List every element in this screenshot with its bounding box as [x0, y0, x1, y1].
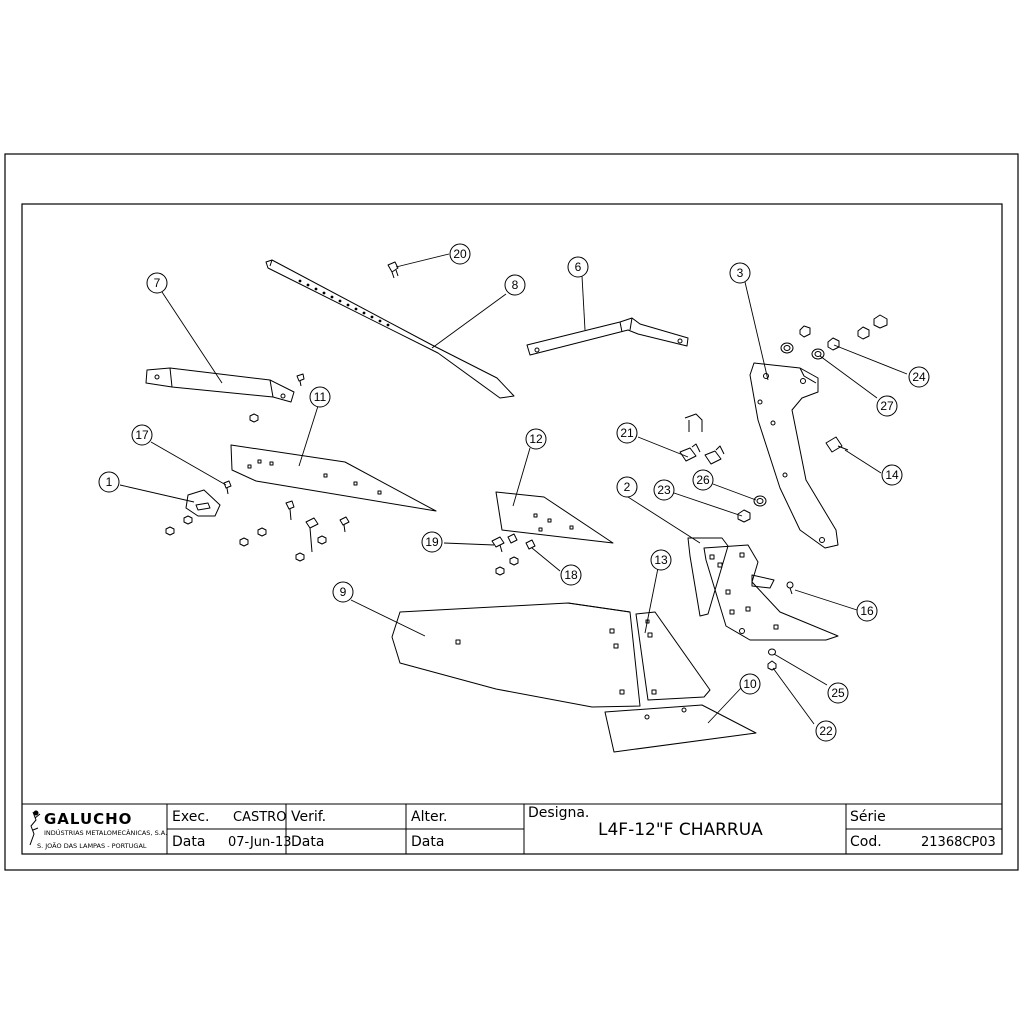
part-heel-1 [185, 489, 221, 517]
part-bolt-17 [223, 480, 232, 495]
part-washer-25 [768, 648, 776, 656]
part-fasteners-24-27 [780, 314, 888, 360]
balloon-8: 8 [512, 278, 519, 292]
verif-label: Verif. [291, 809, 327, 825]
part-bolt-20 [387, 261, 399, 279]
galucho-logo-icon [29, 810, 41, 846]
alter-data-label: Data [411, 834, 445, 850]
balloon-16: 16 [860, 604, 874, 618]
balloon-labels: 1 2 3 6 7 8 9 10 11 12 13 14 16 17 18 19… [106, 247, 926, 738]
brand-line-2: S. JOÃO DAS LAMPAS - PORTUGAL [37, 842, 147, 850]
part-plate-11 [230, 444, 437, 512]
exec-value: CASTRO [233, 810, 287, 825]
balloons [98, 243, 930, 742]
part-beam-8 [265, 259, 515, 399]
brand-name: GALUCHO [44, 810, 133, 828]
part-standard-3 [749, 362, 839, 549]
balloon-17: 17 [135, 428, 149, 442]
part-washer-26 [753, 495, 767, 507]
balloon-2: 2 [624, 480, 631, 494]
drawing-title: L4F-12"F CHARRUA [598, 820, 763, 840]
part-small-bolt [296, 373, 305, 387]
part-nut-22 [767, 660, 777, 671]
part-bracket-7 [145, 367, 295, 403]
part-nuts-center [495, 556, 519, 576]
part-shin-13 [635, 611, 711, 701]
serie-label: Série [850, 809, 886, 825]
part-bolt-18 [525, 539, 536, 550]
outer-frame [4, 153, 1019, 871]
balloon-13: 13 [654, 553, 668, 567]
part-bolt-19 [491, 533, 518, 553]
balloon-19: 19 [425, 535, 439, 549]
part-bolt-14 [825, 436, 849, 453]
alter-label: Alter. [411, 809, 448, 825]
balloon-12: 12 [529, 432, 543, 446]
leader-lines [119, 253, 908, 725]
balloon-18: 18 [564, 568, 578, 582]
part-nut-23 [737, 509, 751, 523]
balloon-7: 7 [154, 276, 161, 290]
data-label: Data [172, 834, 206, 850]
balloon-1: 1 [106, 475, 113, 489]
verif-data-label: Data [291, 834, 325, 850]
balloon-22: 22 [819, 724, 833, 738]
balloon-9: 9 [340, 585, 347, 599]
balloon-3: 3 [737, 266, 744, 280]
brand-line-1: INDÚSTRIAS METALOMECÂNICAS, S.A. [44, 829, 168, 837]
balloon-14: 14 [885, 468, 899, 482]
cod-label: Cod. [850, 834, 882, 850]
balloon-10: 10 [743, 677, 757, 691]
balloon-6: 6 [575, 260, 582, 274]
balloon-11: 11 [314, 390, 327, 404]
balloon-25: 25 [831, 686, 845, 700]
designa-label: Designa. [528, 805, 590, 821]
balloon-21: 21 [620, 426, 634, 440]
balloon-23: 23 [657, 483, 671, 497]
part-small-nut [249, 413, 259, 423]
exec-label: Exec. [172, 809, 210, 825]
part-bolts-21 [679, 413, 725, 465]
inner-frame [21, 203, 1003, 855]
balloon-24: 24 [912, 370, 926, 384]
part-share-10 [604, 704, 757, 753]
part-bolt-16 [786, 581, 794, 595]
part-frog-2 [687, 537, 839, 641]
title-block-lines [22, 803, 1002, 854]
part-plate-12 [495, 491, 614, 544]
balloon-20: 20 [453, 247, 467, 261]
parts [145, 259, 888, 753]
balloon-26: 26 [696, 473, 710, 487]
part-fasteners-left [165, 500, 350, 562]
balloon-27: 27 [880, 399, 894, 413]
part-mouldboard-9 [391, 602, 641, 708]
data-value: 07-Jun-13 [228, 835, 292, 850]
part-bar-6 [526, 317, 689, 356]
cod-value: 21368CP03 [921, 835, 996, 850]
